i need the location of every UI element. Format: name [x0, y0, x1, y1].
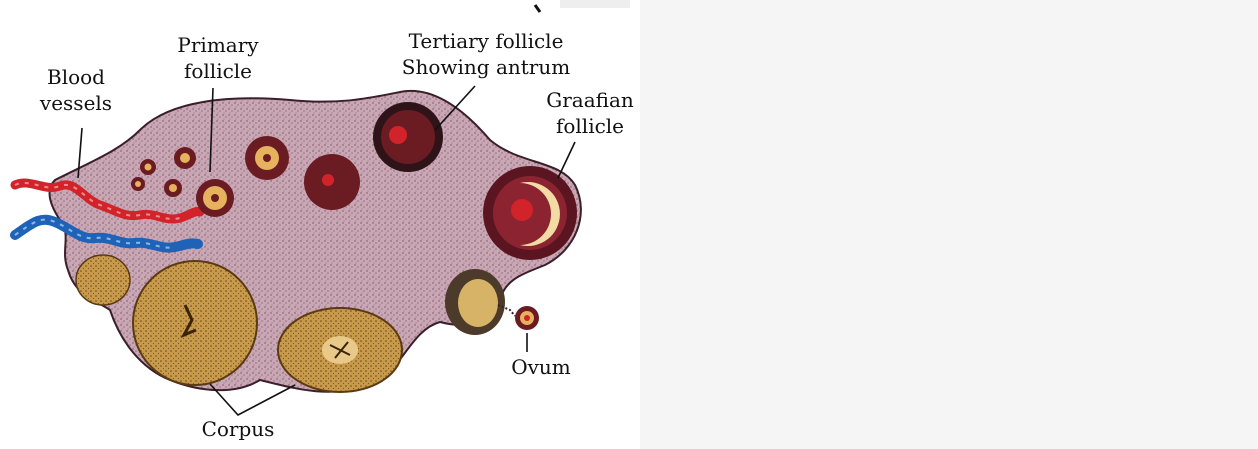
top-figure-fragment — [535, 0, 630, 12]
tertiary-follicle — [373, 102, 443, 172]
primary-follicle-small — [164, 179, 182, 197]
primary-follicle-small — [174, 147, 196, 169]
label-graafian-follicle-line-2: follicle — [556, 114, 624, 138]
blank-panel — [640, 0, 1258, 449]
corpus-albicans — [76, 255, 130, 305]
label-blood-vessels-line-1: Blood — [47, 65, 105, 89]
developing-follicle — [304, 154, 360, 210]
label-primary-follicle-line-1: Primary — [177, 33, 259, 57]
label-tertiary-follicle-line-1: Tertiary follicle — [409, 29, 564, 53]
label-corpus-luteum: Corpus — [202, 417, 275, 441]
primary-follicle-small — [131, 177, 145, 191]
label-graafian-follicle-line-1: Graafian — [546, 88, 634, 112]
graafian-follicle — [483, 166, 577, 260]
primary-follicle-small — [140, 159, 156, 175]
ovum — [515, 306, 539, 330]
ovary-diagram: Blood vessels Primary follicle Tertiary … — [0, 0, 640, 449]
label-blood-vessels-line-2: vessels — [39, 91, 112, 115]
label-primary-follicle-line-2: follicle — [184, 59, 252, 83]
label-tertiary-follicle-line-2: Showing antrum — [402, 55, 570, 79]
secondary-follicle — [245, 136, 289, 180]
primary-follicle — [196, 179, 234, 217]
corpus-luteum-large — [133, 261, 257, 385]
label-ovum: Ovum — [511, 355, 571, 379]
ovary-illustration: Blood vessels Primary follicle Tertiary … — [0, 0, 640, 449]
